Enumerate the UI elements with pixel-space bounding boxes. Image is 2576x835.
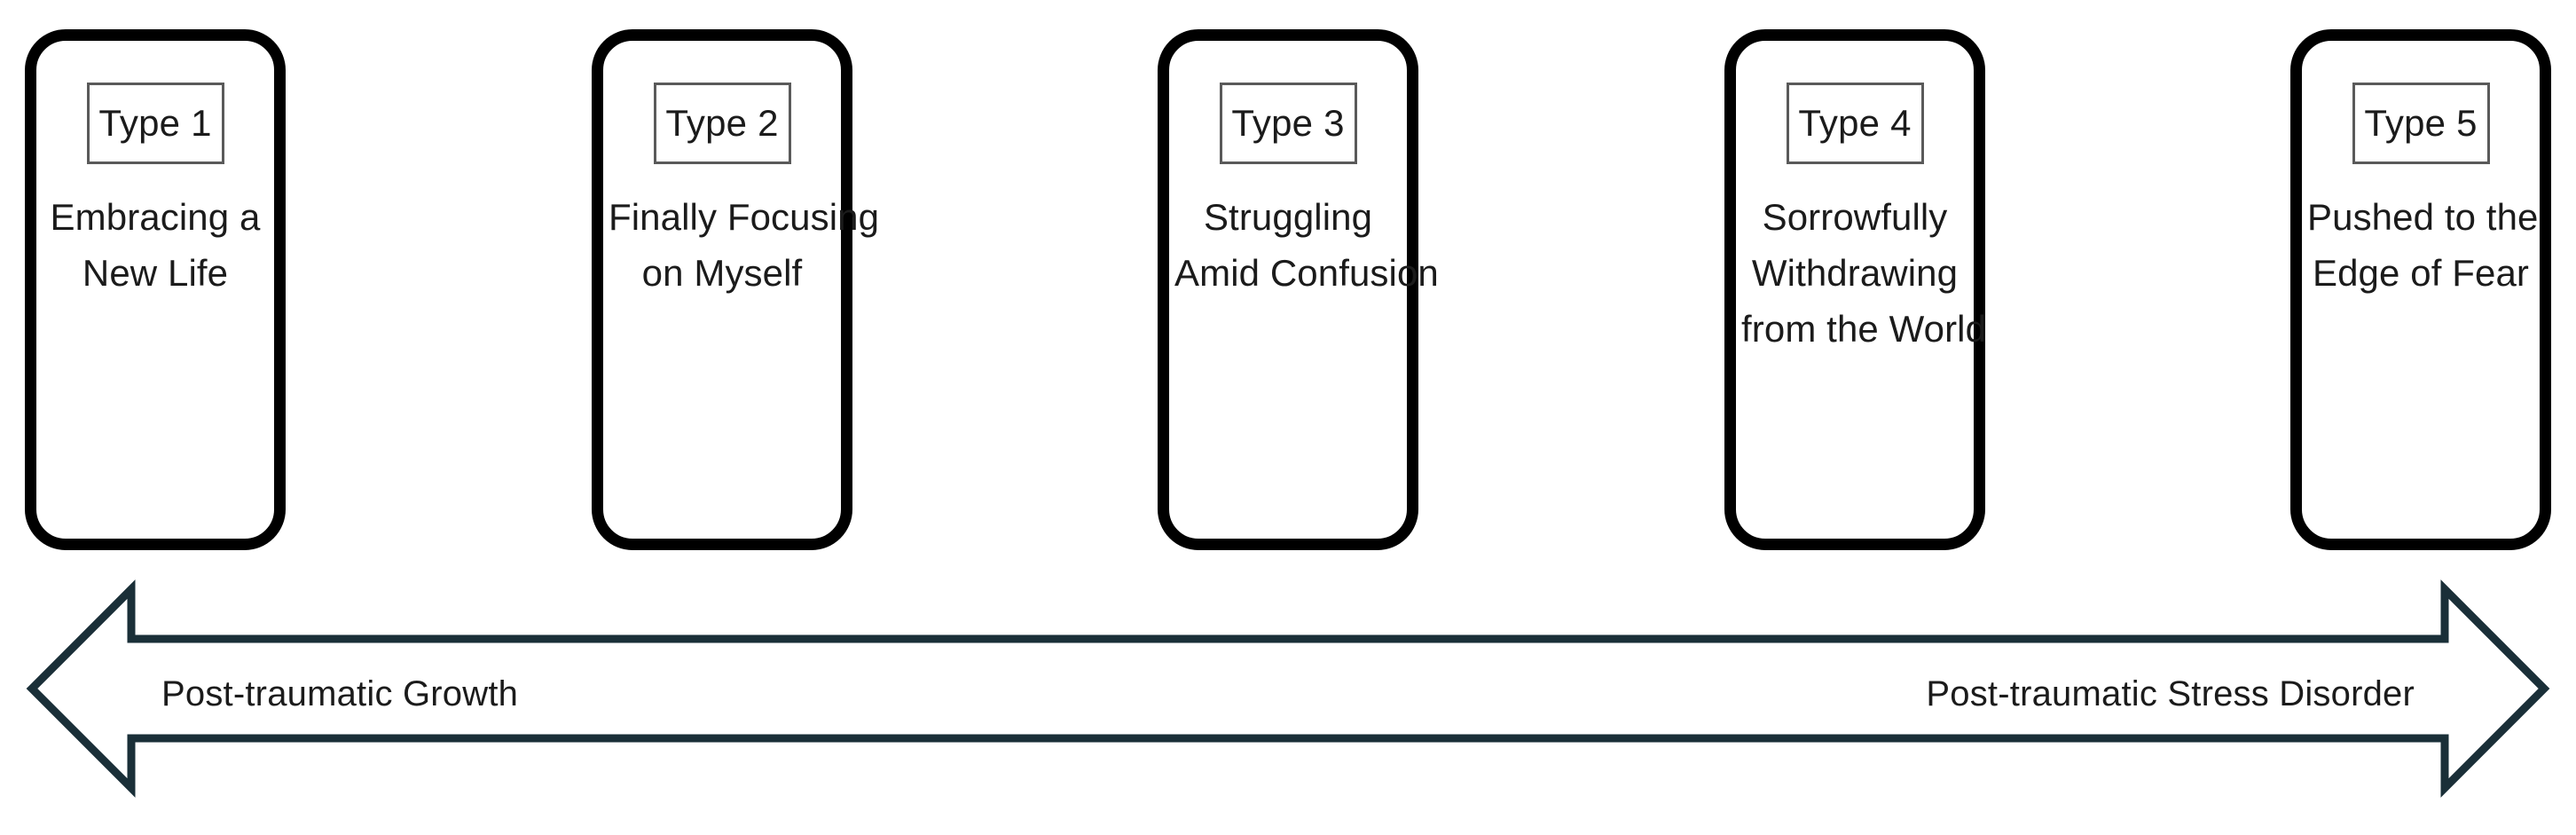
type-description-line: Pushed to the	[2307, 196, 2539, 238]
type-description-line: from the World	[1741, 308, 1987, 350]
type-description-1: Embracing a New Life	[36, 189, 274, 301]
type-label-box-2: Type 2	[653, 83, 791, 164]
type-label-box-1: Type 1	[86, 83, 224, 164]
type-description-2: Finally Focusing on Myself	[603, 189, 880, 301]
type-label-box-3: Type 3	[1219, 83, 1357, 164]
type-card-2: Type 2 Finally Focusing on Myself	[592, 29, 880, 550]
type-description-line: New Life	[82, 252, 229, 294]
type-card-4: Type 4 Sorrowfully Withdrawing from the …	[1724, 29, 1987, 550]
bidirectional-arrow-icon	[26, 579, 2550, 798]
type-description-line: on Myself	[641, 252, 803, 294]
spectrum-arrow: Post-traumatic Growth Post-traumatic Str…	[0, 573, 2576, 806]
type-description-3: Struggling Amid Confusion	[1169, 189, 1439, 301]
type-description-4: Sorrowfully Withdrawing from the World	[1736, 189, 1987, 357]
type-label-4: Type 4	[1798, 102, 1912, 144]
type-card-3: Type 3 Struggling Amid Confusion	[1158, 29, 1439, 550]
type-description-line: Sorrowfully	[1762, 196, 1948, 238]
type-label-5: Type 5	[2364, 102, 2478, 144]
type-label-2: Type 2	[665, 102, 779, 144]
type-description-line: Finally Focusing	[609, 196, 880, 238]
type-card-1: Type 1 Embracing a New Life	[25, 29, 286, 550]
axis-label-post-traumatic-stress-disorder: Post-traumatic Stress Disorder	[1926, 674, 2415, 713]
type-label-3: Type 3	[1231, 102, 1345, 144]
type-description-line: Struggling	[1203, 196, 1373, 238]
type-card-5: Type 5 Pushed to the Edge of Fear	[2290, 29, 2551, 550]
type-cards-row: Type 1 Embracing a New Life Type 2 Final…	[25, 29, 2551, 550]
type-description-5: Pushed to the Edge of Fear	[2302, 189, 2540, 301]
type-description-line: Edge of Fear	[2312, 252, 2529, 294]
type-label-box-5: Type 5	[2352, 83, 2490, 164]
type-description-line: Embracing a	[50, 196, 261, 238]
type-description-line: Amid Confusion	[1174, 252, 1439, 294]
type-description-line: Withdrawing	[1751, 252, 1959, 294]
type-label-1: Type 1	[98, 102, 212, 144]
axis-label-post-traumatic-growth: Post-traumatic Growth	[161, 674, 519, 713]
type-label-box-4: Type 4	[1786, 83, 1924, 164]
